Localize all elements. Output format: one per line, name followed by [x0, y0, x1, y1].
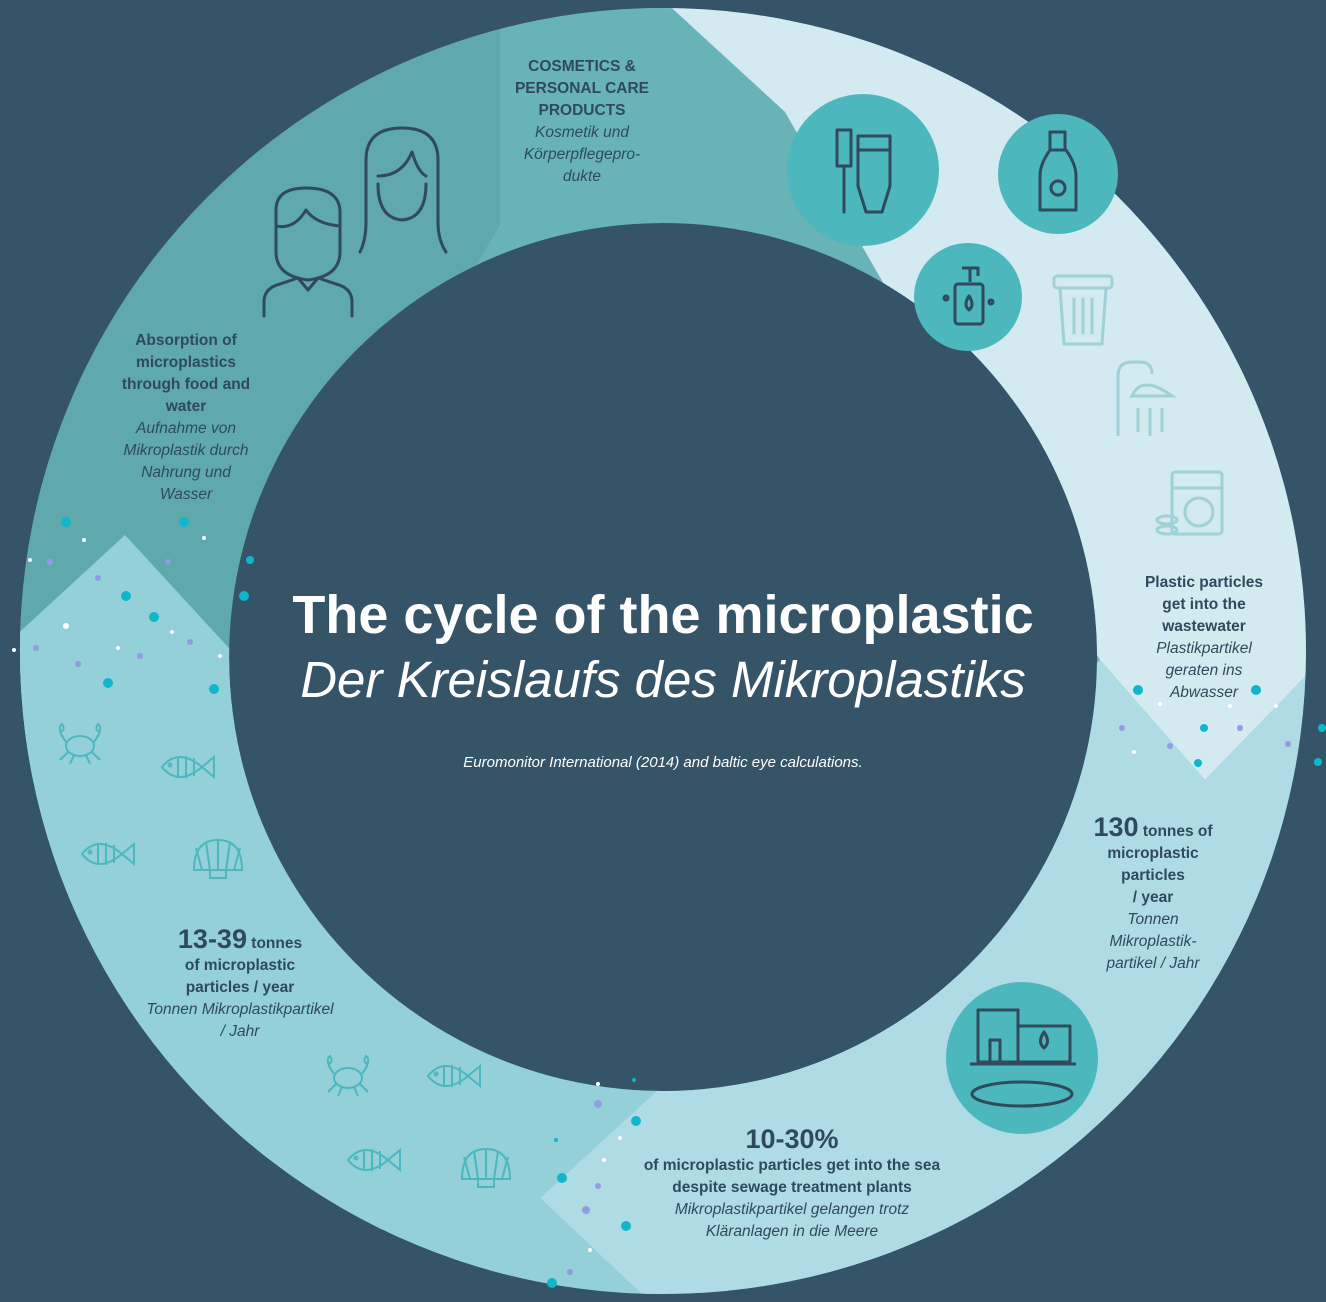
particle-dot: [554, 1138, 558, 1142]
particle-dot: [218, 654, 222, 658]
trash-bin-icon: [1052, 274, 1114, 346]
particle-dot: [103, 678, 113, 688]
particle-dot: [246, 556, 254, 564]
stage-wastewater: Plastic particles get into the wastewate…: [1144, 574, 1264, 701]
particle-dot: [187, 639, 193, 645]
microplastic-dots: [12, 517, 1326, 1288]
particle-dot: [82, 538, 86, 542]
particle-dot: [557, 1173, 567, 1183]
particle-dot: [121, 591, 131, 601]
particle-dot: [547, 1278, 557, 1288]
shell-icon: [460, 1147, 512, 1188]
particle-dot: [621, 1221, 631, 1231]
fish-icon: [346, 1147, 401, 1173]
particle-dot: [567, 1269, 573, 1275]
particle-dot: [1318, 724, 1326, 732]
particle-dot: [28, 558, 32, 562]
particle-dot: [179, 517, 189, 527]
particle-dot: [116, 646, 120, 650]
particle-dot: [1194, 759, 1202, 767]
particle-dot: [631, 1116, 641, 1126]
particle-dot: [61, 517, 71, 527]
particle-dot: [1119, 725, 1125, 731]
sea-percent: 10-30%: [745, 1124, 839, 1154]
particle-dot: [588, 1248, 592, 1252]
stage-sea: 10-30% of microplastic particles get int…: [643, 1124, 941, 1241]
title-german: Der Kreislaufs des Mikroplastiks: [300, 651, 1026, 708]
sewage-plant-icon: [946, 982, 1098, 1134]
woman-icon: [358, 126, 448, 254]
particle-dot: [1237, 725, 1243, 731]
particle-dot: [1251, 685, 1261, 695]
particle-dot: [137, 653, 143, 659]
particle-dot: [165, 559, 171, 565]
tonnes-130-number: 130: [1093, 812, 1139, 842]
particle-dot: [95, 575, 101, 581]
particle-dot: [47, 559, 53, 565]
stage-130-tonnes: 130 tonnes of microplastic particles / y…: [1093, 812, 1213, 973]
fish-icon: [426, 1063, 481, 1089]
particle-dot: [1285, 741, 1291, 747]
particle-dot: [596, 1082, 600, 1086]
fish-icon: [160, 754, 215, 780]
particle-dot: [1167, 743, 1173, 749]
particle-dot: [1132, 750, 1136, 754]
shower-icon: [1116, 360, 1177, 436]
crab-icon: [58, 722, 102, 765]
title-english: The cycle of the microplastic: [292, 585, 1034, 645]
particle-dot: [618, 1136, 622, 1140]
particle-dot: [170, 630, 174, 634]
particle-dot: [1200, 724, 1208, 732]
fish-icon: [80, 841, 135, 867]
particle-dot: [594, 1100, 602, 1108]
stage-absorption: Absorption of microplastics through food…: [121, 332, 251, 503]
tonnes-13-39-number: 13-39: [177, 924, 247, 954]
man-icon: [262, 186, 354, 318]
particle-dot: [33, 645, 39, 651]
stage-13-39-tonnes: 13-39 tonnes of microplastic particles /…: [146, 924, 334, 1041]
particle-dot: [1158, 702, 1162, 706]
particle-dot: [63, 623, 69, 629]
particle-dot: [595, 1183, 601, 1189]
particle-dot: [12, 648, 16, 652]
particle-dot: [1314, 758, 1322, 766]
crab-icon: [326, 1054, 370, 1097]
particle-dot: [632, 1078, 636, 1082]
particle-dot: [582, 1206, 590, 1214]
washing-machine-icon: [1155, 470, 1224, 536]
soap-dispenser-icon: [914, 243, 1022, 351]
source-note: Euromonitor International (2014) and bal…: [463, 754, 863, 771]
particle-dot: [209, 684, 219, 694]
particle-dot: [239, 591, 249, 601]
particle-dot: [1228, 704, 1232, 708]
stage-cosmetics: COSMETICS & PERSONAL CARE PRODUCTS Kosme…: [514, 58, 650, 185]
toothbrush-toothpaste-icon: [787, 94, 939, 246]
particle-dot: [1274, 704, 1278, 708]
shell-icon: [192, 838, 244, 879]
particle-dot: [602, 1158, 606, 1162]
particle-dot: [149, 612, 159, 622]
sea-creatures: [58, 722, 512, 1188]
particle-dot: [202, 536, 206, 540]
particle-dot: [75, 661, 81, 667]
particle-dot: [1133, 685, 1143, 695]
bottle-icon: [998, 114, 1118, 234]
